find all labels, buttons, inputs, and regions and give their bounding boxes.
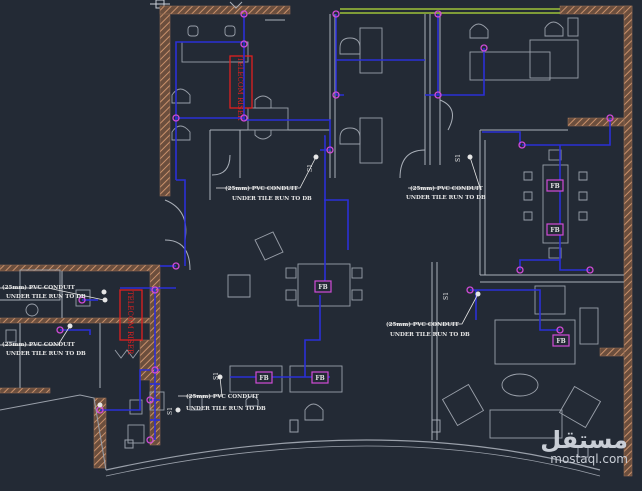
telecom-risers: TELECOM RISER TELECOM RISER: [119, 55, 253, 355]
furniture: [5, 17, 602, 444]
note-2-line2: UNDER TILE RUN TO DB: [406, 195, 486, 201]
watermark-latin: mostaql.com: [550, 452, 628, 466]
db-box-5: [311, 371, 329, 384]
note-1-line2: UNDER TILE RUN TO DB: [232, 196, 312, 202]
window-glazing: [340, 8, 560, 14]
db-box-4: [255, 371, 273, 384]
db-label-4: FB: [259, 375, 268, 382]
conduit-notes: (25mm) PVC CONDUIT UNDER TILE RUN TO DB …: [2, 185, 486, 412]
db-box-1: [546, 179, 564, 192]
note-1-line1: (25mm) PVC CONDUIT: [225, 185, 299, 192]
leader-lines: [0, 156, 481, 397]
riser-1: [229, 55, 253, 109]
db-boxes: [255, 179, 570, 384]
outlet-tag-1: S1: [307, 164, 314, 172]
note-3-line1: (25mm) PVC CONDUIT: [386, 321, 460, 328]
watermark-arabic: مستقل: [540, 426, 628, 454]
riser-label-2: TELECOM RISER: [126, 291, 134, 355]
note-4-line2: UNDER TILE RUN TO DB: [186, 406, 266, 412]
db-label-2: FB: [550, 227, 559, 234]
db-box-2: [546, 223, 564, 236]
outlet-tag-5: S1: [167, 407, 174, 415]
db-box-6: [552, 334, 570, 347]
db-label-1: FB: [550, 183, 559, 190]
db-labels: FB FB FB FB FB FB: [259, 183, 565, 382]
riser-label-1: TELECOM RISER: [236, 57, 244, 121]
db-label-6: FB: [556, 338, 565, 345]
db-label-5: FB: [315, 375, 324, 382]
note-6-line1: (25mm) PVC CONDUIT: [2, 341, 76, 348]
interior-partitions: [0, 1, 624, 440]
outlet-symbols: [56, 10, 614, 444]
curtain-wall: [0, 394, 601, 477]
outlet-tag-3: S1: [443, 292, 450, 300]
drop-points: [67, 154, 481, 413]
outlet-tag-2: S1: [455, 154, 462, 162]
note-2-line1: (25mm) PVC CONDUIT: [410, 185, 484, 192]
note-3-line2: UNDER TILE RUN TO DB: [390, 332, 470, 338]
outlet-tag-4: S1: [213, 372, 220, 380]
watermark: مستقل mostaql.com: [540, 428, 628, 466]
note-6-line2: UNDER TILE RUN TO DB: [6, 351, 86, 357]
note-4-line1: (25mm) PVC CONDUIT: [186, 393, 260, 400]
note-5-line1: (25mm) PVC CONDUIT: [2, 284, 76, 291]
db-box-3: [314, 280, 332, 293]
outlet-tags: S1 S1 S1 S1 S1: [167, 154, 462, 415]
riser-2: [119, 289, 143, 341]
db-label-3: FB: [318, 284, 327, 291]
note-5-line2: UNDER TILE RUN TO DB: [6, 294, 86, 300]
